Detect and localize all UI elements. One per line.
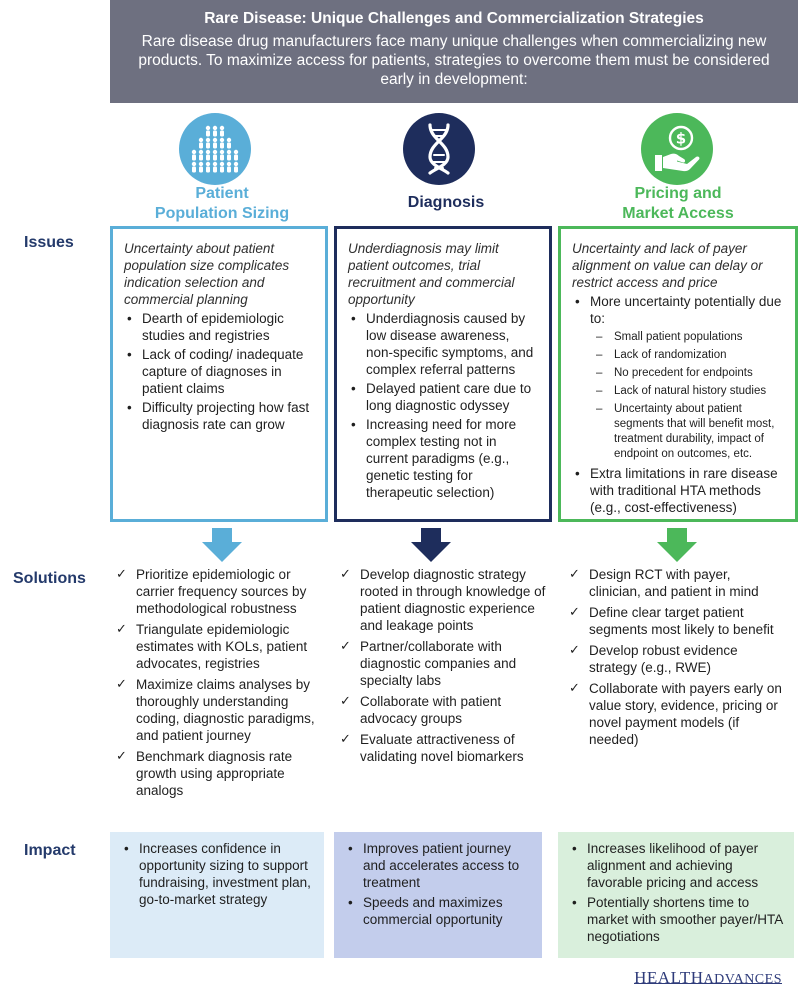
row-label-impact: Impact xyxy=(24,842,76,859)
people-crowd-icon xyxy=(179,113,251,185)
list-item: Define clear target patient segments mos… xyxy=(567,604,785,638)
header-banner: Rare Disease: Unique Challenges and Comm… xyxy=(110,0,798,103)
impact-box-patient-population: Increases confidence in opportunity sizi… xyxy=(110,832,324,958)
down-arrow-icon xyxy=(411,528,451,562)
issue-box-pricing-market-access: Uncertainty and lack of payer alignment … xyxy=(558,226,798,522)
list-item: Lack of coding/ inadequate capture of di… xyxy=(124,346,315,397)
page-title: Rare Disease: Unique Challenges and Comm… xyxy=(204,10,704,27)
sub-list: Small patient populations Lack of random… xyxy=(596,330,785,462)
list-item: Difficulty projecting how fast diagnosis… xyxy=(124,399,315,433)
down-arrow-icon xyxy=(657,528,697,562)
list-item: Dearth of epidemiologic studies and regi… xyxy=(124,310,315,344)
sub-list-item: Uncertainty about patient segments that … xyxy=(596,402,785,462)
list-item: Collaborate with patient advocacy groups xyxy=(338,693,556,727)
list-item: Improves patient journey and accelerates… xyxy=(345,840,532,891)
issue-bullets: Underdiagnosis caused by low disease awa… xyxy=(348,310,539,501)
impact-box-pricing-market-access: Increases likelihood of payer alignment … xyxy=(558,832,794,958)
list-item: Develop diagnostic strategy rooted in th… xyxy=(338,566,556,634)
list-item: Prioritize epidemiologic or carrier freq… xyxy=(114,566,332,617)
sub-list-item: No precedent for endpoints xyxy=(596,366,785,381)
list-item: Delayed patient care due to long diagnos… xyxy=(348,380,539,414)
column-title-patient-population: Patient Population Sizing xyxy=(154,185,290,222)
issue-box-diagnosis: Underdiagnosis may limit patient outcome… xyxy=(334,226,552,522)
svg-text:$: $ xyxy=(676,130,686,148)
dna-icon xyxy=(403,113,475,185)
list-item: Extra limitations in rare disease with t… xyxy=(572,465,785,516)
solutions-diagnosis: Develop diagnostic strategy rooted in th… xyxy=(338,566,556,769)
column-title-diagnosis: Diagnosis xyxy=(407,194,485,211)
down-arrow-icon xyxy=(202,528,242,562)
sub-list-item: Lack of randomization xyxy=(596,348,785,363)
impact-box-diagnosis: Improves patient journey and accelerates… xyxy=(334,832,542,958)
list-item: Potentially shortens time to market with… xyxy=(569,894,784,945)
list-item: Evaluate attractiveness of validating no… xyxy=(338,731,556,765)
issue-bullets: More uncertainty potentially due to: Sma… xyxy=(572,293,785,516)
row-label-issues: Issues xyxy=(24,234,74,251)
money-hand-icon: $ xyxy=(641,113,713,185)
row-label-solutions: Solutions xyxy=(13,570,86,587)
list-item: Maximize claims analyses by thoroughly u… xyxy=(114,676,332,744)
list-item: Speeds and maximizes commercial opportun… xyxy=(345,894,532,928)
list-item: Develop robust evidence strategy (e.g., … xyxy=(567,642,785,676)
intro-text: Rare disease drug manufacturers face man… xyxy=(138,33,770,88)
list-item: Collaborate with payers early on value s… xyxy=(567,680,785,748)
health-advances-logo: HEALTHADVANCES xyxy=(634,968,782,987)
issue-lead: Uncertainty and lack of payer alignment … xyxy=(572,241,763,290)
solutions-patient-population: Prioritize epidemiologic or carrier freq… xyxy=(114,566,332,803)
list-item: Design RCT with payer, clinician, and pa… xyxy=(567,566,785,600)
list-item: Increases confidence in opportunity sizi… xyxy=(121,840,314,908)
column-title-pricing-market-access: Pricing and Market Access xyxy=(622,185,734,222)
list-item: Increases likelihood of payer alignment … xyxy=(569,840,784,891)
issue-box-patient-population: Uncertainty about patient population siz… xyxy=(110,226,328,522)
issue-lead: Uncertainty about patient population siz… xyxy=(124,241,290,307)
list-item: More uncertainty potentially due to: Sma… xyxy=(572,293,785,462)
list-item: Increasing need for more complex testing… xyxy=(348,416,539,501)
list-item: Triangulate epidemiologic estimates with… xyxy=(114,621,332,672)
list-item: Underdiagnosis caused by low disease awa… xyxy=(348,310,539,378)
issue-lead: Underdiagnosis may limit patient outcome… xyxy=(348,241,515,307)
list-item: Partner/collaborate with diagnostic comp… xyxy=(338,638,556,689)
sub-list-item: Small patient populations xyxy=(596,330,785,345)
list-item: Benchmark diagnosis rate growth using ap… xyxy=(114,748,332,799)
solutions-pricing-market-access: Design RCT with payer, clinician, and pa… xyxy=(567,566,785,752)
sub-list-item: Lack of natural history studies xyxy=(596,384,785,399)
issue-bullets: Dearth of epidemiologic studies and regi… xyxy=(124,310,315,433)
